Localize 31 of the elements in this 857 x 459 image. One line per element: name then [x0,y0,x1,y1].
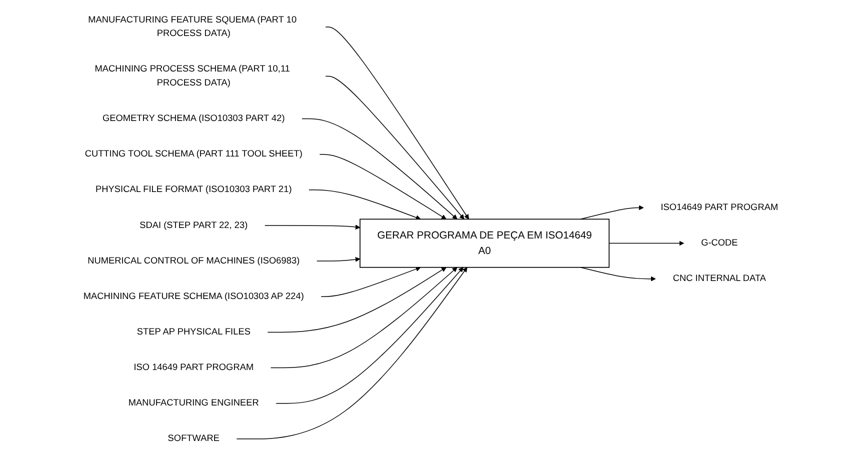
arrow [325,26,470,220]
node-text: G-CODE [701,238,738,248]
arrow [320,266,421,297]
node-text: ISO14649 PART PROGRAM [660,202,778,212]
node-text: GEOMETRY SCHEMA (ISO10303 PART 42) [102,114,285,124]
arrow [276,267,464,404]
arrow [316,256,360,262]
arrow [580,267,656,282]
arrow [319,154,446,220]
node-text: MANUFACTURING ENGINEER [128,398,259,408]
node-text: PHYSICAL FILE FORMAT (ISO10303 PART 21) [96,184,292,194]
arrow [580,205,644,220]
node-box: GERAR PROGRAMA DE PEÇA EM ISO14649 A0 [360,218,610,268]
arrow [267,267,446,333]
arrow [608,240,684,246]
node-text: SDAI (STEP PART 22, 23) [140,220,248,230]
node-text: ISO 14649 PART PROGRAM [134,362,254,372]
node-text: NUMERICAL CONTROL OF MACHINES (ISO6983) [88,256,300,266]
arrow [302,118,458,220]
node-text: CUTTING TOOL SCHEMA (PART 111 TOOL SHEET) [84,149,302,159]
node-text: MACHINING PROCESS SCHEMA (PART 10,11 PROCESS DATA) [94,64,290,88]
node-text: STEP AP PHYSICAL FILES [136,327,250,337]
arrow [270,267,458,368]
node-text: CNC INTERNAL DATA [672,274,766,284]
arrow [308,190,421,220]
node-text: SOFTWARE [168,434,220,444]
node-text: MACHINING FEATURE SCHEMA (ISO10303 AP 224) [83,291,304,302]
arrow [325,76,464,220]
arrow [264,224,360,230]
node-text: MANUFACTURING FEATURE SQUEMA (PART 10 PROCESS DATA) [88,14,297,38]
arrow [236,267,468,440]
